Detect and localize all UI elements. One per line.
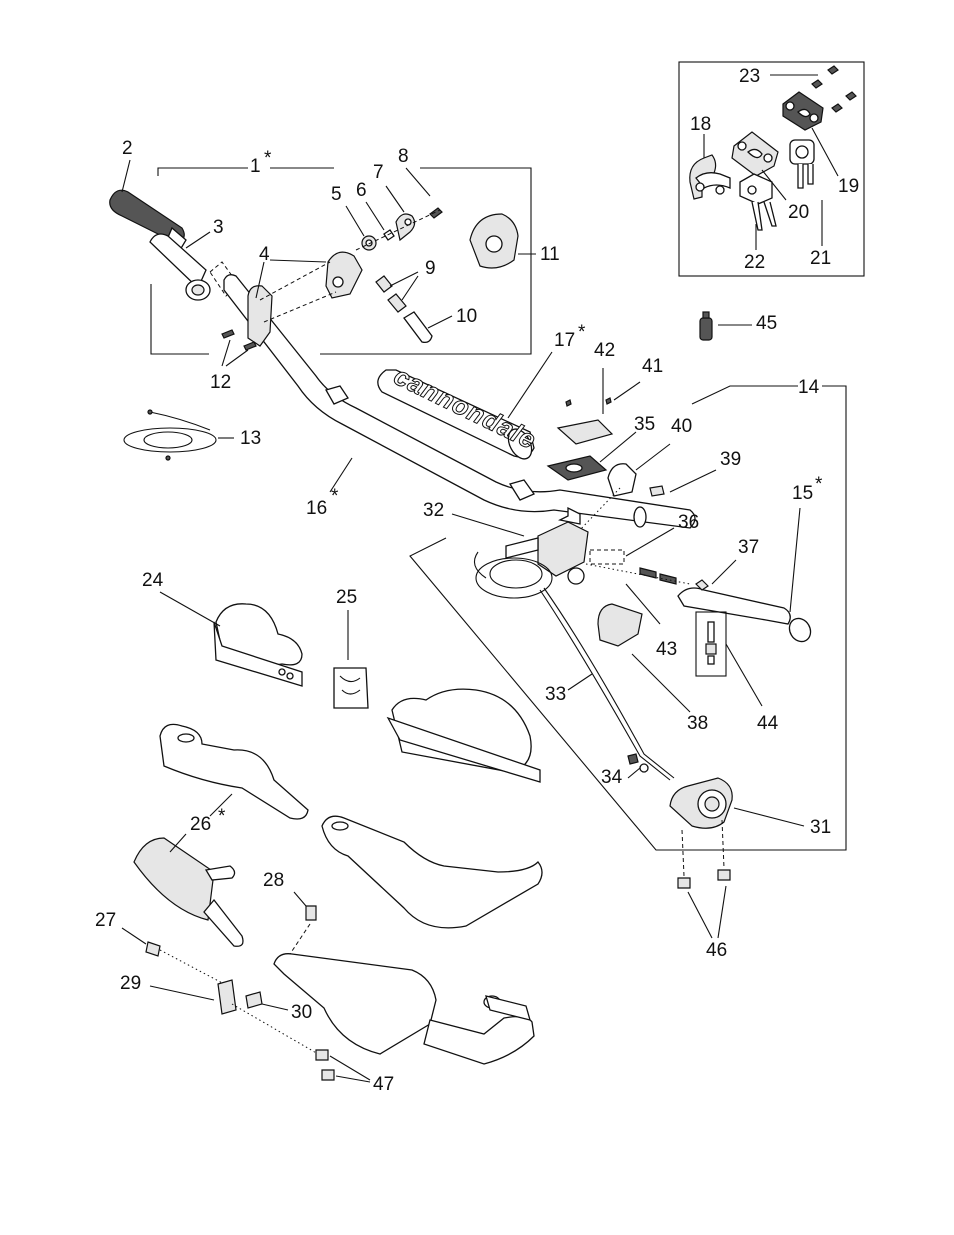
label-14: 14 — [798, 377, 820, 398]
label-1: 1 — [250, 156, 261, 177]
part-13-cable — [123, 409, 234, 461]
part-34-bleeder — [627, 753, 649, 779]
part-11-cover — [469, 213, 536, 269]
label-26-asterisk: * — [218, 806, 226, 827]
label-31: 31 — [810, 817, 831, 838]
label-8: 8 — [398, 146, 409, 167]
label-2: 2 — [122, 138, 133, 159]
label-16-asterisk: * — [331, 486, 339, 507]
label-34: 34 — [601, 767, 623, 788]
label-24: 24 — [142, 570, 164, 591]
label-1-asterisk: * — [264, 148, 272, 169]
label-13: 13 — [240, 428, 261, 449]
group-1-bracket — [150, 167, 532, 355]
label-22: 22 — [744, 252, 765, 273]
part-26-guard-spar — [159, 723, 309, 820]
part-15-lever — [677, 507, 812, 643]
label-20: 20 — [788, 202, 809, 223]
label-18: 18 — [690, 114, 711, 135]
part-36-piston-kit — [585, 527, 691, 585]
label-44: 44 — [757, 713, 779, 734]
part-right-guard-spar — [321, 815, 543, 929]
part-45-grease-bottle — [699, 311, 752, 341]
label-28: 28 — [263, 870, 284, 891]
label-19: 19 — [838, 176, 859, 197]
label-45: 45 — [756, 313, 777, 334]
part-47-bolts — [315, 1049, 371, 1083]
label-46: 46 — [706, 940, 727, 961]
label-37: 37 — [738, 537, 759, 558]
label-36: 36 — [678, 512, 699, 533]
label-23: 23 — [739, 66, 760, 87]
part-right-handguard — [386, 688, 541, 783]
part-22-bracket — [739, 173, 777, 231]
part-12-screws — [221, 329, 257, 367]
label-16: 16 — [306, 498, 327, 519]
part-bottom-handguard — [273, 953, 535, 1065]
label-42: 42 — [594, 340, 615, 361]
parts-41-42-reservoir-cap — [556, 368, 641, 445]
part-3-throttle-tube — [149, 231, 239, 301]
inset-clamp-parts — [678, 61, 865, 277]
label-40: 40 — [671, 416, 692, 437]
part-23-screws — [811, 65, 857, 113]
parts-9-10-adjusters — [375, 271, 453, 344]
label-29: 29 — [120, 973, 141, 994]
part-18-clamp-half — [689, 154, 731, 200]
part-27-bolt — [121, 927, 229, 987]
label-11: 11 — [540, 244, 560, 265]
part-2-grip — [109, 159, 187, 251]
label-4: 4 — [259, 244, 270, 265]
label-33: 33 — [545, 684, 566, 705]
part-35-diaphragm — [546, 431, 637, 481]
label-17-asterisk: * — [578, 322, 586, 343]
part-44-pivot-kit — [695, 611, 763, 707]
label-32: 32 — [423, 500, 444, 521]
part-21-bracket — [789, 139, 815, 189]
part-43-spring — [625, 583, 661, 625]
group-14-bracket — [409, 385, 847, 851]
label-10: 10 — [456, 306, 477, 327]
label-9: 9 — [425, 258, 436, 279]
label-27: 27 — [95, 910, 116, 931]
label-3: 3 — [213, 217, 224, 238]
label-15-asterisk: * — [815, 474, 823, 495]
label-30: 30 — [291, 1002, 312, 1023]
label-6: 6 — [356, 180, 367, 201]
part-31-slave-cylinder — [669, 777, 805, 829]
part-24-handguard — [159, 591, 303, 687]
label-41: 41 — [642, 356, 663, 377]
label-26: 26 — [190, 814, 211, 835]
callout-labels: 2 1 * 8 7 6 5 3 4 9 10 11 12 13 16 * 17 … — [95, 66, 859, 1095]
label-43: 43 — [656, 639, 677, 660]
label-38: 38 — [687, 713, 708, 734]
label-21: 21 — [810, 248, 831, 269]
label-39: 39 — [720, 449, 741, 470]
label-5: 5 — [331, 184, 342, 205]
part-20-clamp-top — [731, 131, 779, 177]
parts-5-8-hardware — [345, 167, 443, 251]
part-4-throttle-housing — [247, 251, 363, 347]
part-46-bolts — [677, 819, 731, 939]
part-38-cover — [597, 603, 691, 713]
label-35: 35 — [634, 414, 655, 435]
part-33-hydraulic-hose — [473, 551, 675, 781]
part-19-clamp-top — [782, 91, 824, 131]
part-32-master-cylinder — [451, 506, 589, 585]
label-25: 25 — [336, 587, 357, 608]
part-29-spacer — [149, 979, 319, 1055]
label-17: 17 — [554, 330, 575, 351]
label-47: 47 — [373, 1074, 394, 1095]
label-15: 15 — [792, 483, 813, 504]
label-7: 7 — [373, 162, 384, 183]
label-12: 12 — [210, 372, 231, 393]
part-30-spacer — [245, 991, 289, 1011]
part-left-mount — [133, 833, 244, 947]
part-16-handlebar — [223, 274, 696, 529]
part-25-hardware-bag — [333, 610, 369, 709]
part-40-clamp — [577, 443, 671, 533]
part-39-bolt — [649, 469, 717, 497]
